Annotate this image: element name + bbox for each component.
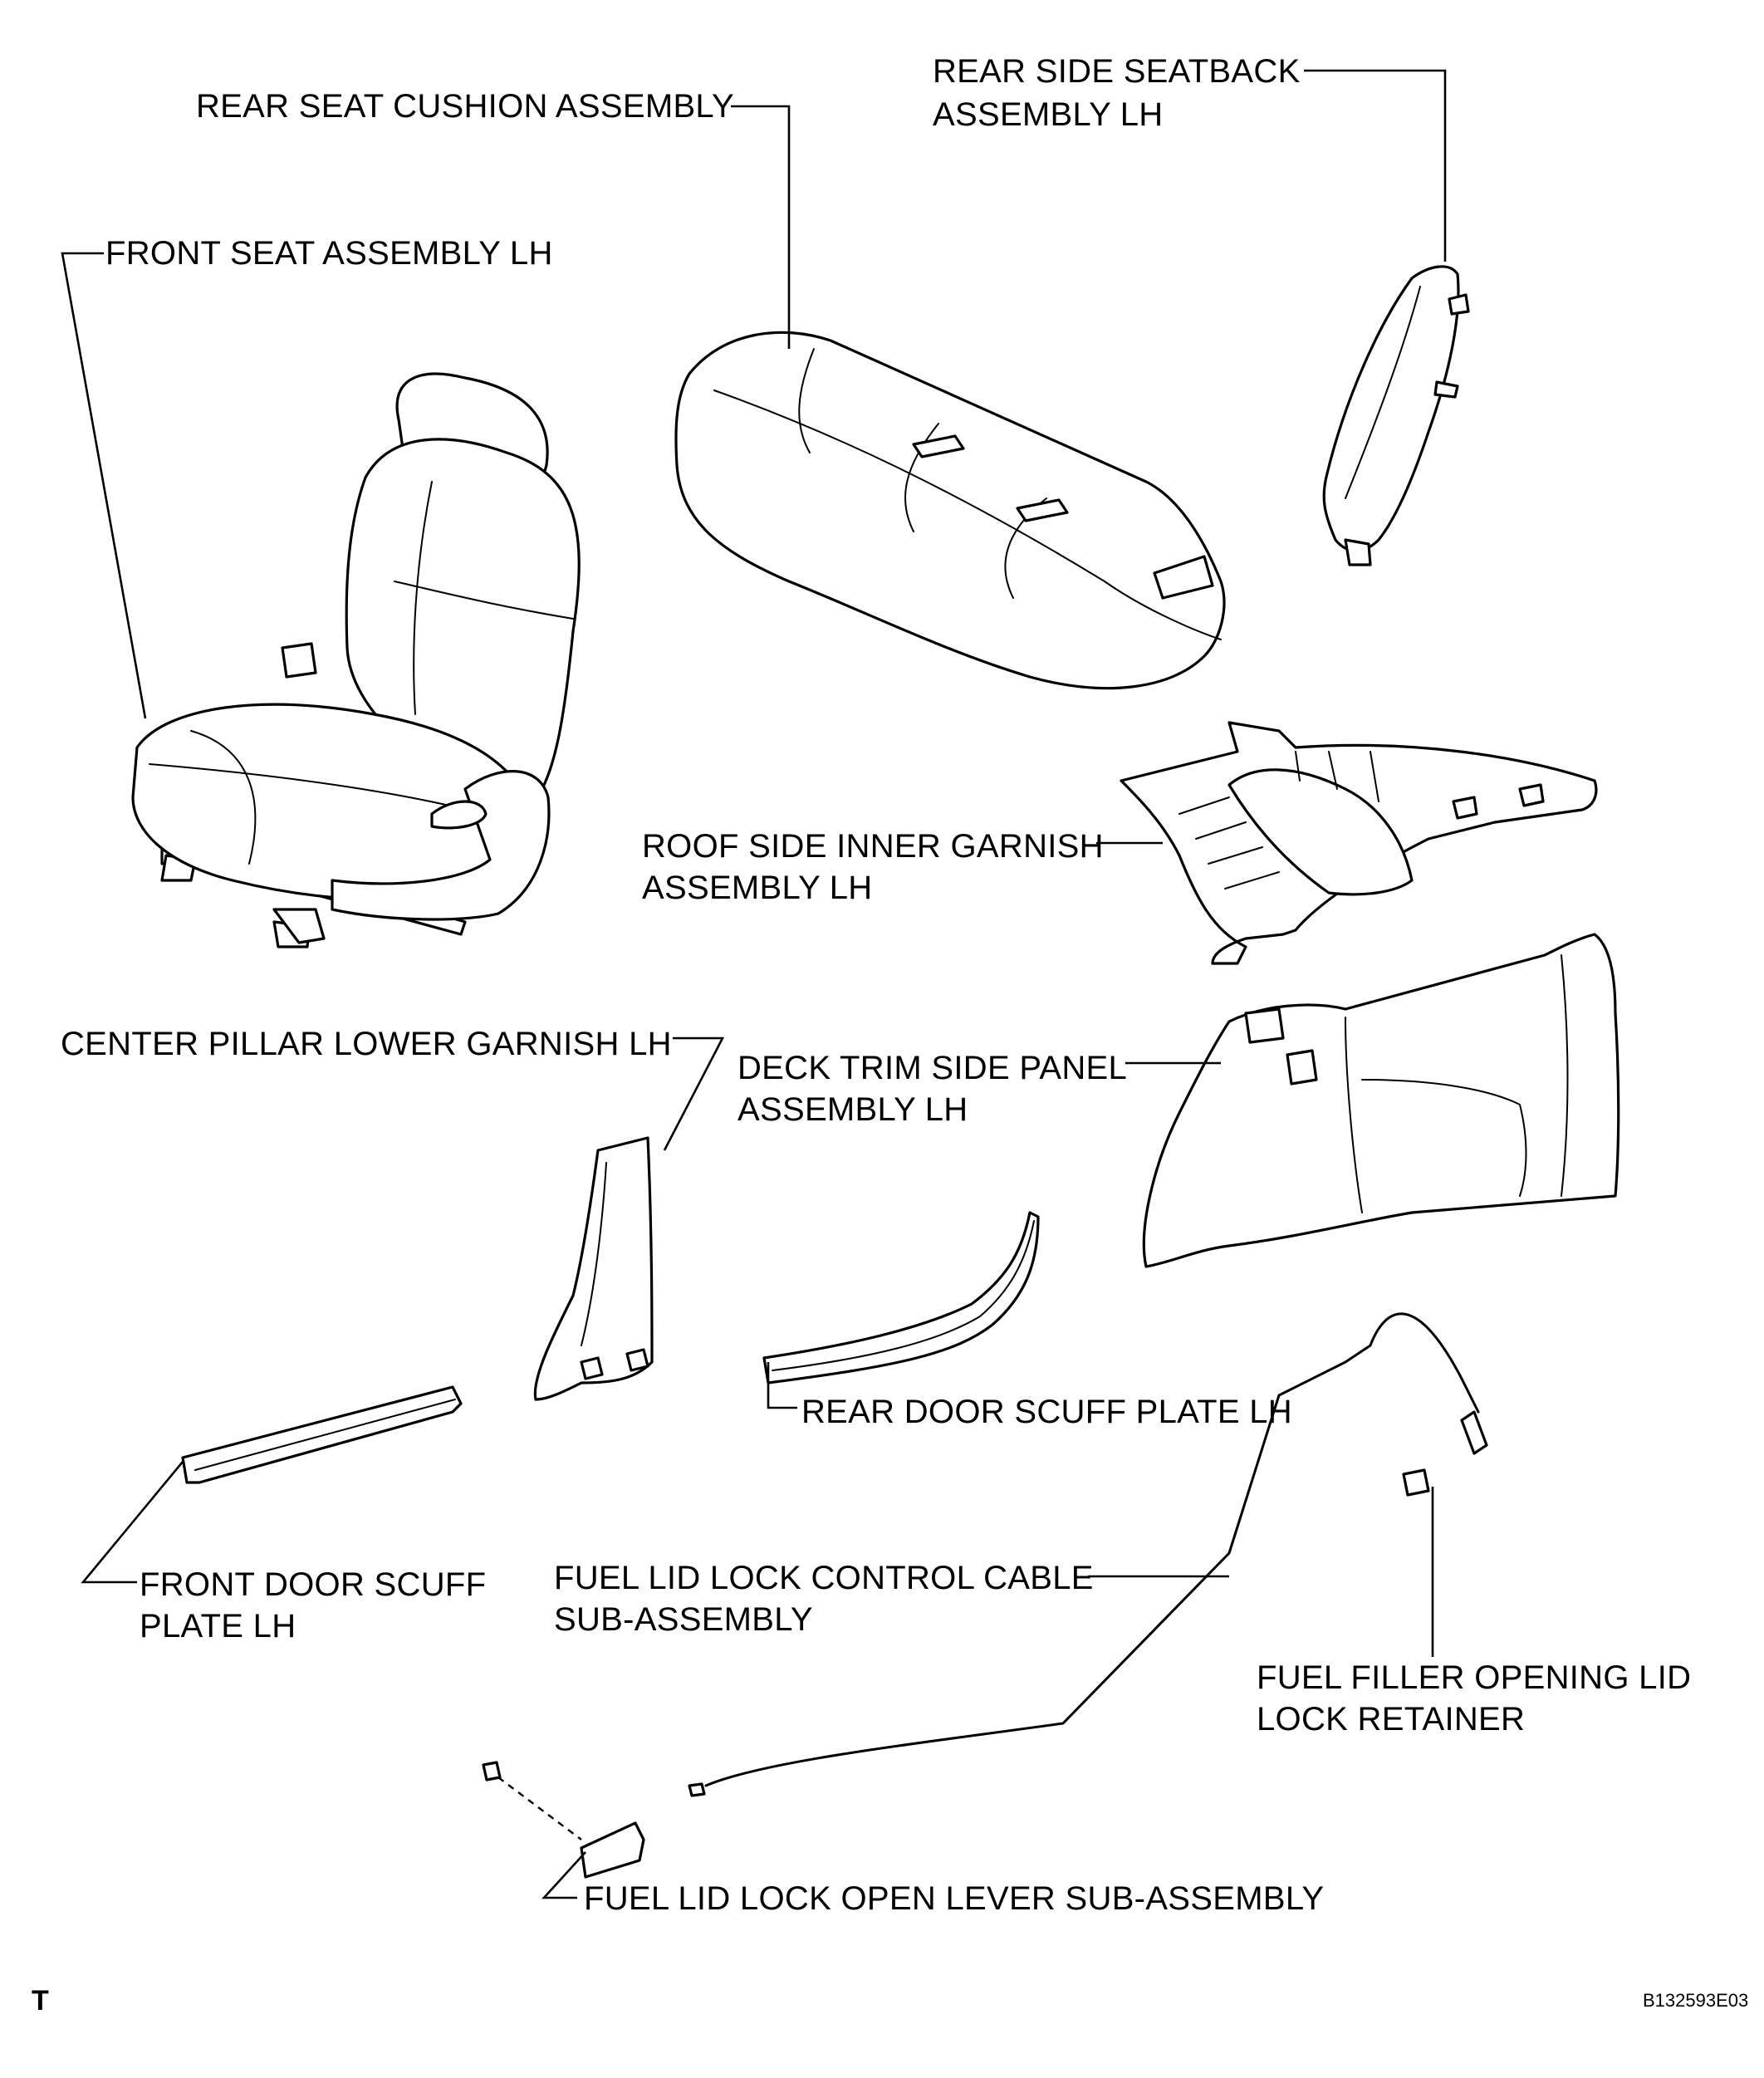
label-fuel-lid-lock-cable-line1: FUEL LID LOCK CONTROL CABLE [554,1560,1094,1596]
deck-trim-side-panel-drawing [1142,933,1620,1268]
leader-lines [61,69,1447,1899]
label-center-pillar-lower-garnish: CENTER PILLAR LOWER GARNISH LH [61,1026,672,1062]
rear-door-scuff-plate-drawing [762,1211,1040,1385]
label-front-door-scuff-line1: FRONT DOOR SCUFF [140,1566,487,1603]
label-fuel-filler-lock-retainer-line1: FUEL FILLER OPENING LID [1257,1659,1692,1696]
label-front-seat-assembly: FRONT SEAT ASSEMBLY LH [105,235,553,272]
label-fuel-lid-lock-cable-line2: SUB-ASSEMBLY [554,1601,813,1638]
rear-seat-cushion-drawing [674,331,1226,690]
roof-side-inner-garnish-drawing [1120,721,1598,965]
fuel-lid-lock-open-lever-drawing [482,1761,645,1879]
label-fuel-lid-lock-open-lever: FUEL LID LOCK OPEN LEVER SUB-ASSEMBLY [584,1880,1325,1917]
front-door-scuff-plate-drawing [181,1385,463,1484]
center-pillar-lower-garnish-drawing [533,1136,654,1401]
label-front-door-scuff-line2: PLATE LH [140,1608,296,1644]
label-rear-door-scuff-plate: REAR DOOR SCUFF PLATE LH [801,1394,1292,1430]
fuel-lid-cable-drawing [688,1312,1488,1797]
figure-code: B132593E03 [1643,1990,1749,2011]
corner-mark: T [32,1985,49,2017]
label-roof-side-inner-garnish-line1: ROOF SIDE INNER GARNISH [642,828,1104,865]
label-fuel-filler-lock-retainer-line2: LOCK RETAINER [1257,1701,1526,1737]
label-roof-side-inner-garnish-line2: ASSEMBLY LH [642,870,873,906]
label-rear-side-seatback-line1: REAR SIDE SEATBACK [933,53,1301,90]
label-deck-trim-side-panel-line2: ASSEMBLY LH [737,1091,968,1128]
front-seat-assembly-drawing [131,372,581,948]
label-deck-trim-side-panel-line1: DECK TRIM SIDE PANEL [737,1050,1128,1086]
label-rear-side-seatback-line2: ASSEMBLY LH [933,96,1164,133]
fuel-filler-lock-retainer-drawing [1402,1468,1430,1497]
rear-side-seatback-drawing [1322,265,1470,566]
label-rear-seat-cushion-assembly: REAR SEAT CUSHION ASSEMBLY [196,88,734,125]
